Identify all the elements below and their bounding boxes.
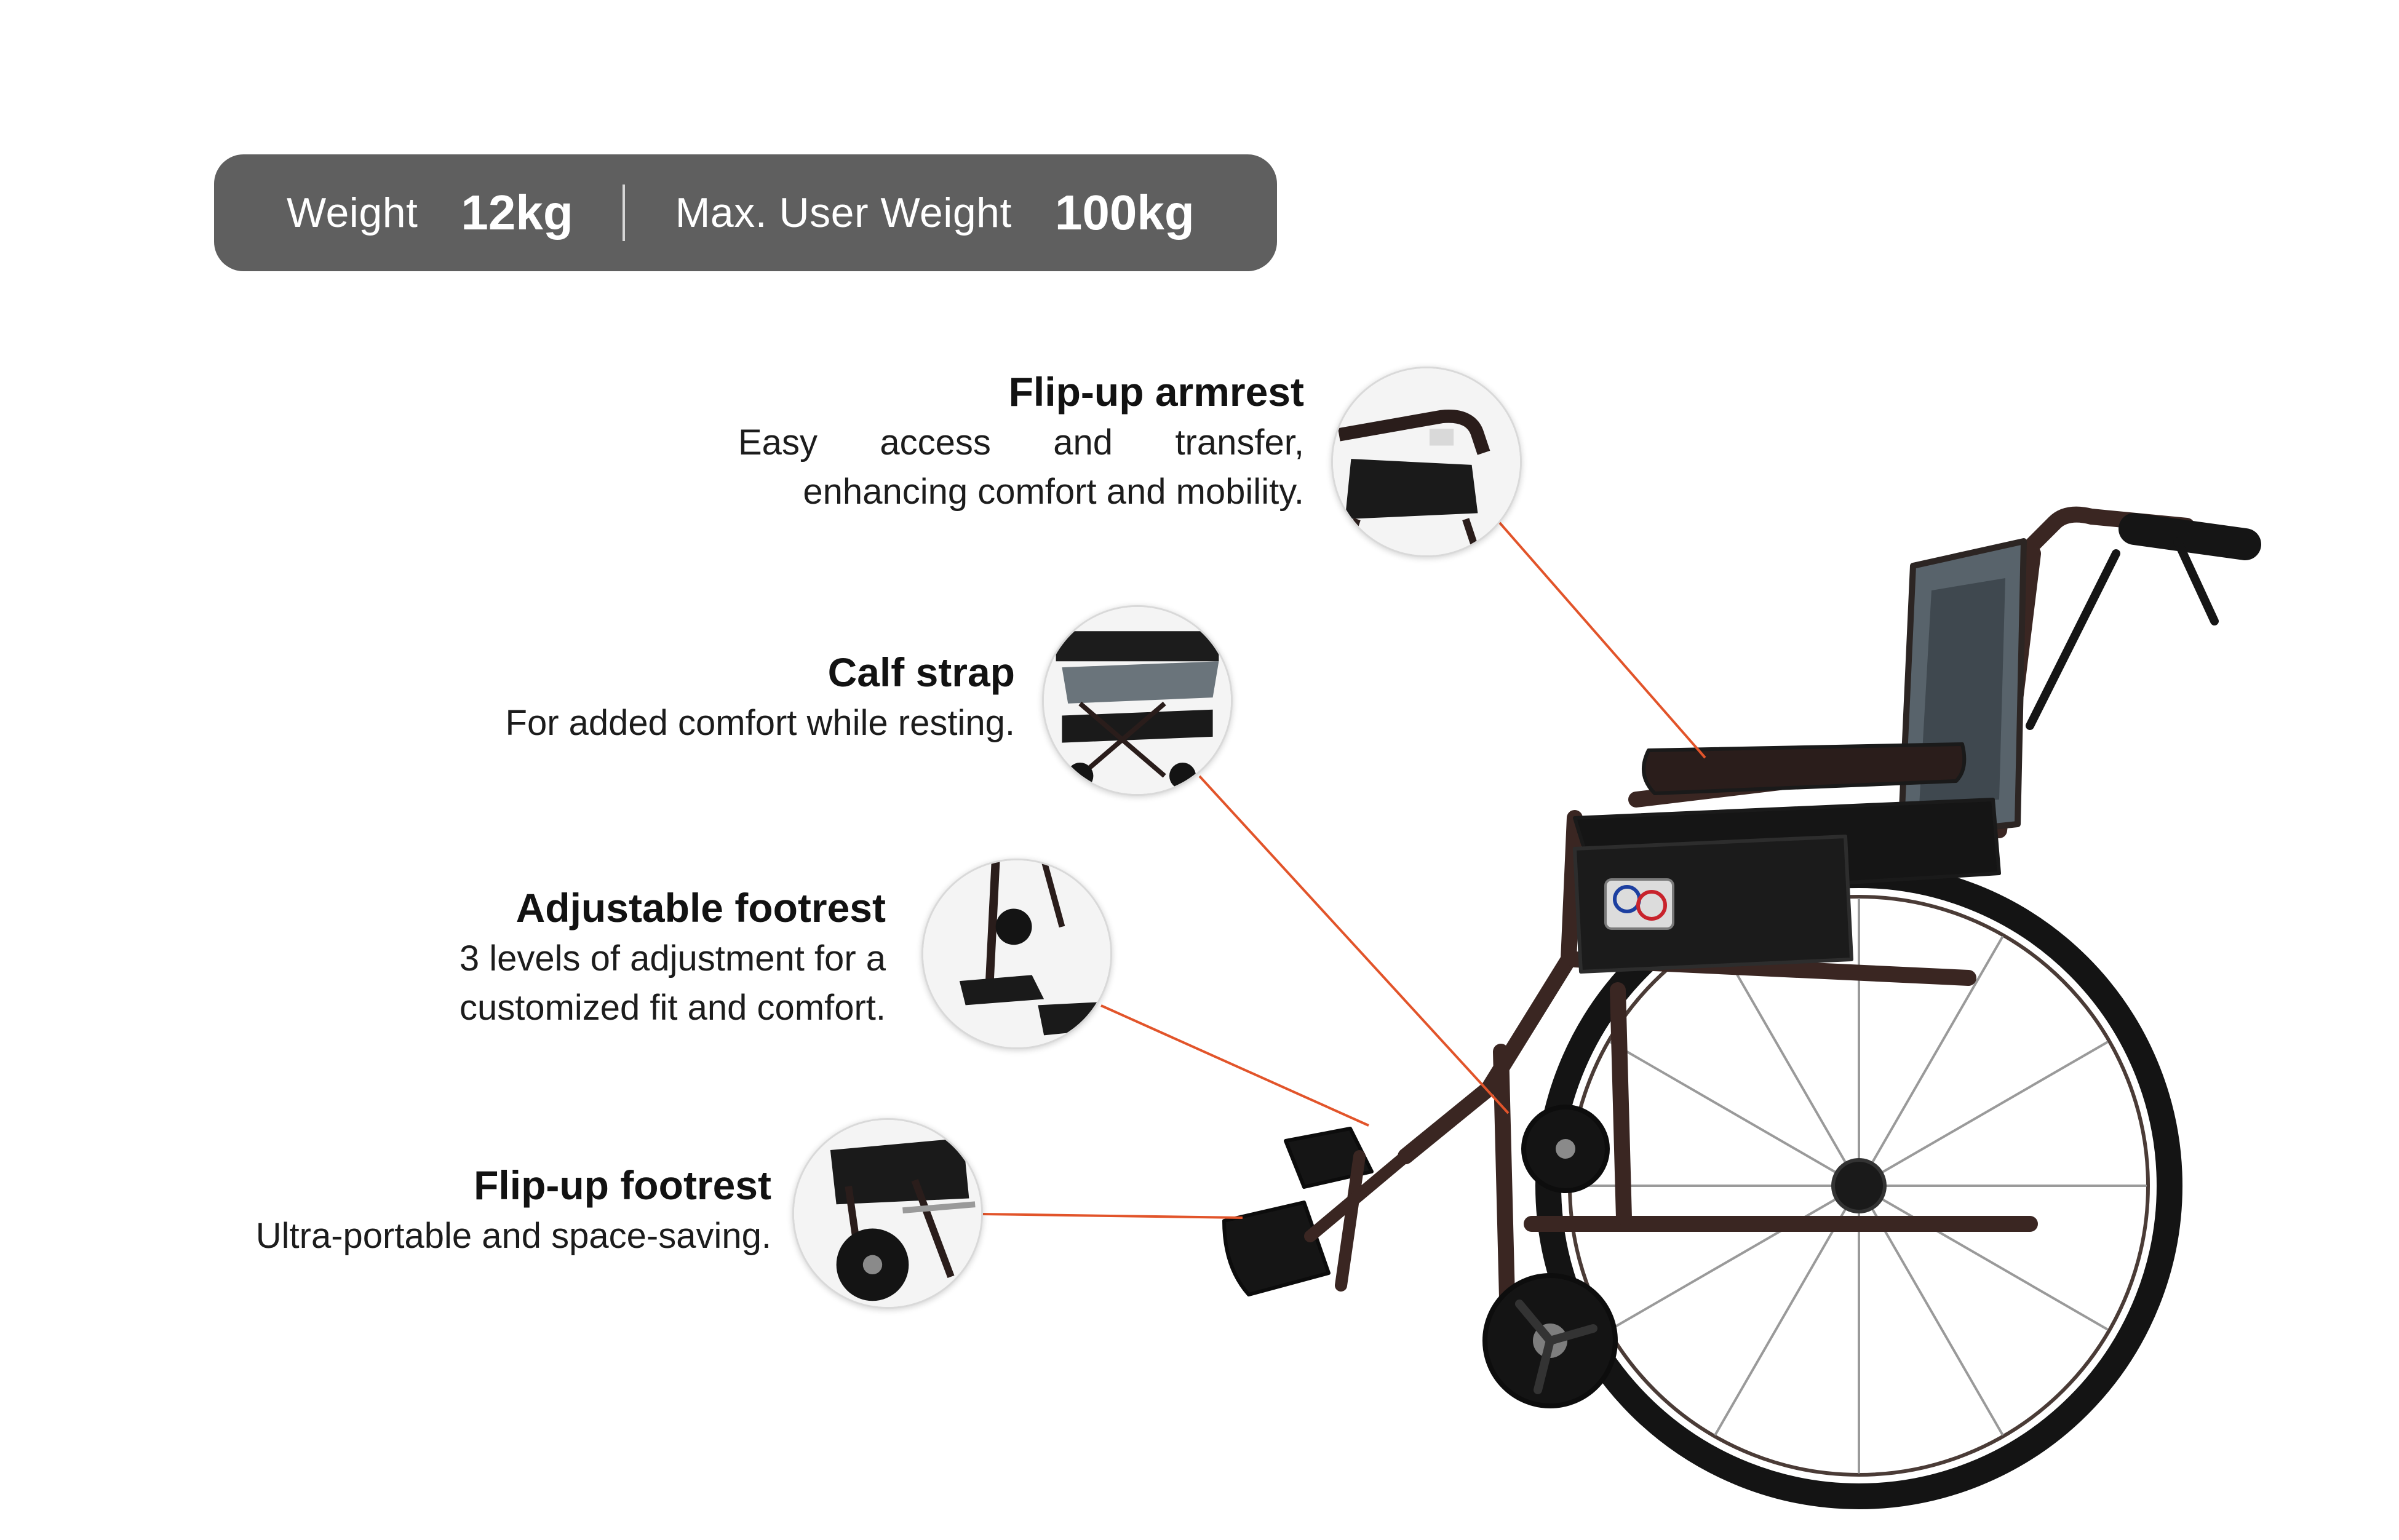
adjustable-footrest-detail-image (921, 859, 1112, 1049)
feature-flip-up-footrest: Flip-up footrest Ultra-portable and spac… (123, 1161, 771, 1259)
feature-desc-line: enhancing comfort and mobility. (803, 471, 1304, 512)
feature-desc-line: Ultra-portable and space-saving. (255, 1216, 771, 1256)
feature-desc-line: For added comfort while resting. (505, 703, 1015, 744)
spec-divider (622, 185, 625, 241)
feature-desc-line: Easy access and transfer, (738, 423, 1304, 463)
feature-desc-line: 3 levels of adjustment for a (459, 939, 886, 979)
max-user-weight-label: Max. User Weight (675, 189, 1012, 236)
calf-strap-detail-image (1042, 605, 1233, 796)
spec-bar: Weight 12kg Max. User Weight 100kg (214, 154, 1277, 271)
armrest-detail-image (1331, 367, 1522, 557)
feature-desc-line: customized fit and comfort. (459, 987, 886, 1028)
max-user-weight-value: 100kg (1054, 185, 1195, 240)
feature-adjustable-footrest: Adjustable footrest 3 levels of adjustme… (344, 884, 886, 1031)
feature-flip-up-armrest: Flip-up armrest Easy access and transfer… (738, 368, 1304, 515)
weight-value: 12kg (461, 185, 573, 240)
feature-calf-strap: Calf strap For added comfort while resti… (369, 648, 1015, 746)
feature-title: Adjustable footrest (515, 885, 886, 931)
feature-title: Calf strap (827, 649, 1015, 695)
flip-up-footrest-detail-image (792, 1118, 983, 1309)
feature-title: Flip-up footrest (474, 1162, 771, 1208)
feature-title: Flip-up armrest (1008, 369, 1304, 415)
weight-label: Weight (287, 189, 418, 236)
